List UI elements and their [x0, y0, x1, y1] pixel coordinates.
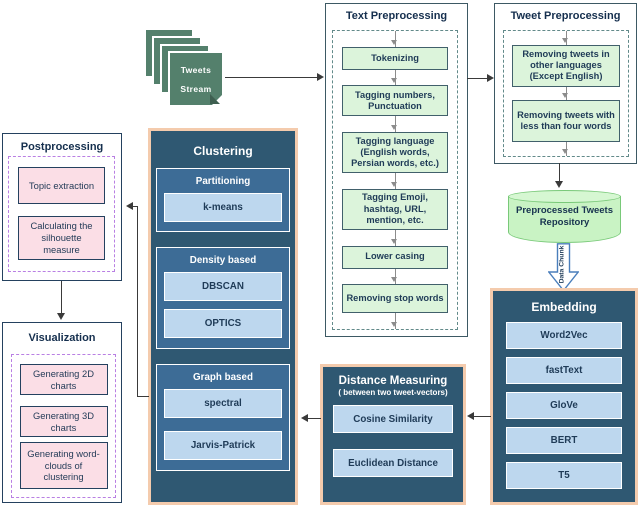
down-arrow-icon [391, 173, 398, 189]
clustering-item: spectral [164, 389, 282, 418]
postprocessing-title: Postprocessing [20, 141, 104, 153]
group-label: Graph based [193, 372, 253, 383]
down-arrow-icon [391, 116, 398, 133]
embedding-item: fastText [506, 357, 622, 384]
embedding-item: Word2Vec [506, 322, 622, 349]
text-preprocessing-panel: Text Preprocessing Tokenizing Tagging nu… [325, 3, 468, 337]
arrowhead-right-icon [317, 73, 328, 81]
flow-step: Tokenizing [342, 46, 448, 70]
flow-step: Removing stop words [342, 284, 448, 314]
arrow-distance-to-clustering [304, 418, 321, 419]
text-preprocessing-title: Text Preprocessing [345, 10, 448, 22]
embedding-panel: Embedding Word2Vec fastText GloVe BERT T… [490, 288, 638, 505]
embedding-item: T5 [506, 462, 622, 489]
clustering-title: Clustering [193, 144, 253, 158]
distance-item: Cosine Similarity [333, 405, 453, 433]
flow-step: Removing tweets with less than four word… [512, 100, 620, 143]
arrow-stream-to-textpre [225, 77, 318, 78]
data-chunk-arrow-icon [548, 243, 579, 292]
clustering-group-partitioning: Partitioning k-means [156, 168, 290, 232]
tweet-preprocessing-panel: Tweet Preprocessing Removing tweets in o… [494, 3, 637, 164]
embedding-item: GloVe [506, 392, 622, 419]
postprocessing-group: Topic extraction Calculating the silhoue… [8, 156, 115, 272]
clustering-group-graph: Graph based spectral Jarvis-Patrick [156, 364, 290, 471]
down-arrow-icon [391, 268, 398, 285]
flow-step: Removing tweets in other languages (Exce… [512, 44, 620, 87]
arrowhead-left-icon [297, 414, 308, 422]
arrow-postprocessing-to-visualization [61, 281, 62, 314]
arrow-clustering-to-postprocessing [137, 206, 138, 397]
clustering-panel: Clustering Partitioning k-means Density … [148, 128, 298, 505]
clustering-item: k-means [164, 193, 282, 222]
postprocessing-item: Calculating the silhouette measure [18, 216, 105, 260]
arrowhead-down-icon [57, 313, 65, 324]
distance-item: Euclidean Distance [333, 449, 453, 477]
down-arrow-icon [391, 69, 398, 86]
postprocessing-item: Topic extraction [18, 167, 105, 204]
arrow-clustering-to-postprocessing [137, 396, 149, 397]
embedding-title: Embedding [531, 300, 597, 314]
tweets-stream-node: Tweets Stream [168, 51, 224, 107]
text-preprocessing-flow: Tokenizing Tagging numbers, Punctuation … [332, 30, 458, 330]
arrowhead-left-icon [122, 202, 133, 210]
arrowhead-left-icon [463, 412, 474, 420]
flow-step: Tagging Emoji, hashtag, URL, mention, et… [342, 188, 448, 230]
clustering-item: DBSCAN [164, 272, 282, 301]
tweet-preprocessing-title: Tweet Preprocessing [510, 10, 621, 22]
preprocessed-tweets-repository: Preprocessed Tweets Repository [508, 190, 621, 243]
arrow-textpre-to-tweetpre [467, 78, 488, 79]
distance-measuring-panel: Distance Measuring ( between two tweet-v… [320, 364, 466, 505]
postprocessing-panel: Postprocessing Topic extraction Calculat… [2, 133, 122, 281]
clustering-item: Jarvis-Patrick [164, 431, 282, 460]
arrowhead-down-icon [555, 181, 563, 192]
data-chunk-label: Data Chunk [558, 245, 566, 284]
arrow-embedding-to-distance [470, 416, 491, 417]
repository-label: Preprocessed Tweets Repository [516, 205, 613, 229]
flow-step: Tagging numbers, Punctuation [342, 85, 448, 117]
tweet-preprocessing-flow: Removing tweets in other languages (Exce… [503, 30, 629, 157]
clustering-item: OPTICS [164, 309, 282, 338]
visualization-item: Generating word-clouds of clustering [19, 442, 108, 489]
group-label: Partitioning [195, 176, 251, 187]
down-arrow-icon [391, 313, 398, 330]
embedding-item: BERT [506, 427, 622, 454]
cylinder-top [508, 190, 621, 203]
visualization-group: Generating 2D charts Generating 3D chart… [11, 354, 116, 498]
down-arrow-icon [562, 86, 569, 101]
visualization-item: Generating 3D charts [19, 406, 108, 437]
visualization-item: Generating 2D charts [19, 364, 108, 395]
cylinder-body [508, 196, 621, 243]
arrow-clustering-to-postprocessing [129, 206, 138, 207]
arrow-tweetpre-to-repository [559, 163, 560, 182]
arrowhead-right-icon [487, 74, 498, 82]
visualization-panel: Visualization Generating 2D charts Gener… [2, 322, 122, 503]
visualization-title: Visualization [28, 332, 96, 344]
tweets-stream-label-line2: Stream [180, 83, 212, 94]
group-label: Density based [189, 255, 257, 266]
down-arrow-icon [562, 31, 569, 45]
distance-measuring-subtitle: ( between two tweet-vectors) [338, 388, 448, 397]
down-arrow-icon [391, 229, 398, 246]
flow-step: Tagging language (English words, Persian… [342, 132, 448, 174]
clustering-group-density: Density based DBSCAN OPTICS [156, 247, 290, 349]
page-fold-icon [210, 94, 220, 104]
down-arrow-icon [391, 31, 398, 47]
flow-step: Lower casing [342, 245, 448, 269]
down-arrow-icon [562, 142, 569, 157]
tweets-stream-label-line1: Tweets [180, 64, 212, 75]
distance-measuring-title: Distance Measuring [338, 375, 448, 387]
